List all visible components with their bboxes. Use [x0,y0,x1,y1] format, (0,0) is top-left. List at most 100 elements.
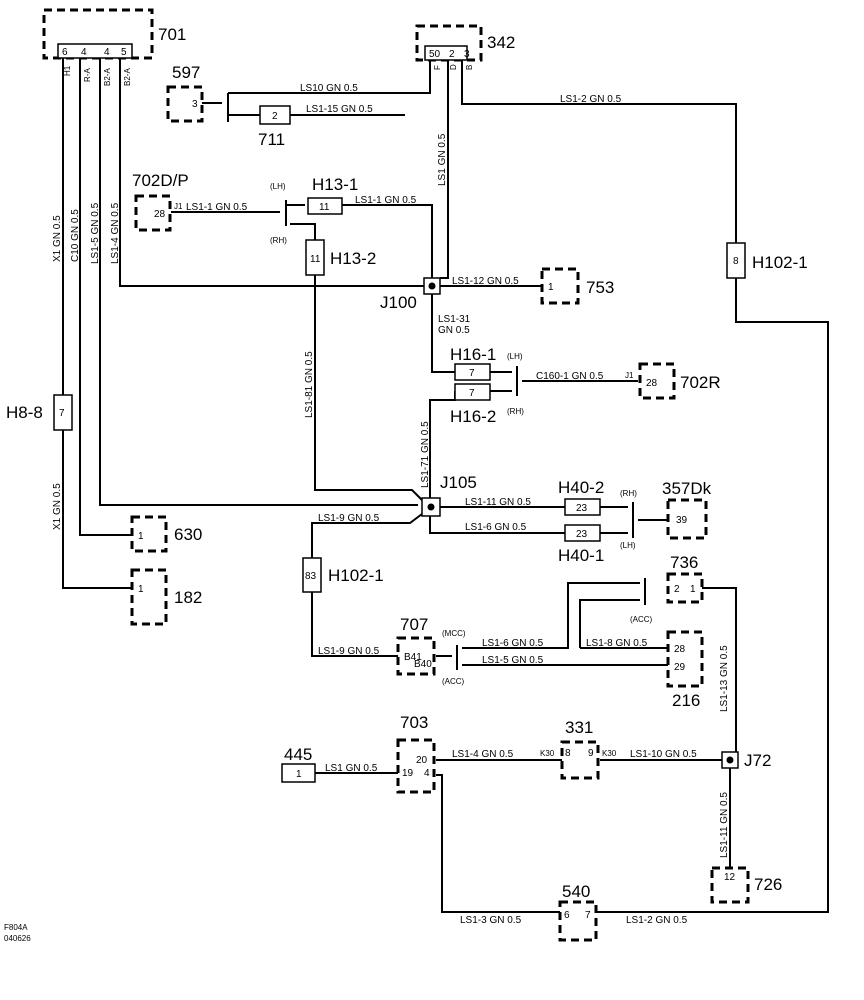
connectors [42,8,750,942]
inline-h16-1 [454,363,491,381]
pin-707-b40: B40 [414,659,432,670]
pin-numbers: 6 4 4 5 50 2 3 3 2 28 J1 11 11 8 1 7 7 2… [59,47,739,921]
label-h13-2: H13-2 [330,249,376,268]
label-j72: J72 [744,751,771,770]
wire-ls1-10: LS1-10 GN 0.5 [630,749,697,760]
inline-h8-8 [53,394,73,431]
wire-ls1-11: LS1-11 GN 0.5 [465,497,531,508]
connector-357dk [666,498,708,540]
pin-753: 1 [548,282,554,293]
pin-540-7: 7 [585,910,591,921]
label-445: 445 [284,745,312,764]
wire-ls1-9-upper: LS1-9 GN 0.5 [318,513,380,524]
connector-342-pin-block [424,45,468,61]
figure-code: F804A [4,923,28,932]
wire-ls1-9-lower: LS1-9 GN 0.5 [318,646,380,657]
pin-label-ra: R-A [83,68,92,82]
pin-label-d: D [449,64,458,70]
pin-445: 1 [296,769,302,780]
label-736: 736 [670,553,698,572]
pin-711: 2 [272,111,278,122]
pin-h16-2: 7 [469,388,475,399]
pin-331-8-label: K30 [540,749,555,758]
connector-630 [130,515,168,553]
pin-331-9: 9 [588,748,594,759]
wire-c160-1: C160-1 GN 0.5 [536,371,604,382]
pin-701-4b: 4 [104,47,110,58]
wire-ls1-2-top: LS1-2 GN 0.5 [560,94,622,105]
inline-h40-2 [564,498,601,516]
label-701: 701 [158,25,186,44]
label-726: 726 [754,875,782,894]
pin-726: 12 [724,872,736,883]
label-j105: J105 [440,473,477,492]
wire-c10: C10 GN 0.5 [70,209,81,262]
variant-notes: (LH) (RH) (LH) (RH) (RH) (LH) (ACC) (MCC… [270,182,653,686]
pin-h13-1: 11 [319,202,330,213]
label-h102-1-upper: H102-1 [752,253,808,272]
pin-label-h1: H1 [63,65,72,76]
pin-701-5: 5 [121,47,127,58]
pin-331-9-label: K30 [602,749,617,758]
connector-707 [396,636,436,676]
wire-ls1-5: LS1-5 GN 0.5 [482,655,544,666]
pin-182: 1 [138,584,144,595]
connector-726 [710,866,750,904]
pin-342-3: 3 [464,49,470,60]
figure-date: 040626 [4,934,31,943]
inline-connectors [53,105,746,783]
connector-702r [638,362,676,400]
connector-540 [558,900,598,942]
connector-216 [666,630,704,688]
footer: F804A 040626 [4,923,31,943]
pin-h13-2: 11 [310,254,321,265]
pin-707-b41: B41 [404,652,422,663]
label-h40-1: H40-1 [558,546,604,565]
label-711: 711 [258,130,285,149]
note-rh-h16: (RH) [507,407,524,416]
label-h16-2: H16-2 [450,407,496,426]
wire-ls1-11-vertical: LS1-11 GN 0.5 [719,792,730,858]
label-753: 753 [586,278,614,297]
note-lh-h40: (LH) [620,541,636,550]
note-rh-h13: (RH) [270,236,287,245]
connector-331 [560,740,600,780]
wire-ls1-vertical: LS1 GN 0.5 [437,133,448,186]
wire-ls1-71: LS1-71 GN 0.5 [420,421,431,488]
pin-702dp: 28 [154,209,166,220]
label-j100: J100 [380,293,417,312]
wire-ls10: LS10 GN 0.5 [300,83,358,94]
wire-ls1-8: LS1-8 GN 0.5 [586,638,648,649]
wire-ls1-31-a: LS1-31 [438,314,471,325]
label-630: 630 [174,525,202,544]
note-rh-h40: (RH) [620,489,637,498]
wire-ls1-81: LS1-81 GN 0.5 [304,351,315,418]
pin-h40-1: 23 [576,529,588,540]
wire-ls1-5-vertical: LS1-5 GN 0.5 [90,202,101,264]
label-216: 216 [672,691,700,710]
pin-736-2: 2 [674,584,680,595]
connector-182 [130,568,168,626]
pin-703-4: 4 [424,768,430,779]
pin-function-labels: H1 R-A B2-A B2-A F D B [63,64,474,86]
label-h13-1: H13-1 [312,175,358,194]
wire-ls1-1-right: LS1-1 GN 0.5 [355,195,417,206]
wire-ls1-15: LS1-15 GN 0.5 [306,104,373,115]
wire-ls1-6-lower: LS1-6 GN 0.5 [482,638,544,649]
pin-216-29: 29 [674,662,686,673]
wire-ls1-horizontal: LS1 GN 0.5 [325,763,378,774]
pin-597: 3 [192,99,198,110]
label-342: 342 [487,33,515,52]
pin-h102-upper: 8 [733,256,739,267]
label-702r: 702R [680,373,721,392]
wire-ls1-4-vertical: LS1-4 GN 0.5 [110,202,121,264]
connector-597 [166,85,204,123]
inline-h13-1 [307,197,343,215]
note-acc-707: (ACC) [442,677,465,686]
wire-ls1-31-b: GN 0.5 [438,325,470,336]
junctions [421,277,739,769]
pin-702r: 28 [646,378,658,389]
wire-ls1-1-left: LS1-1 GN 0.5 [186,202,248,213]
inline-h13-2 [305,239,325,276]
